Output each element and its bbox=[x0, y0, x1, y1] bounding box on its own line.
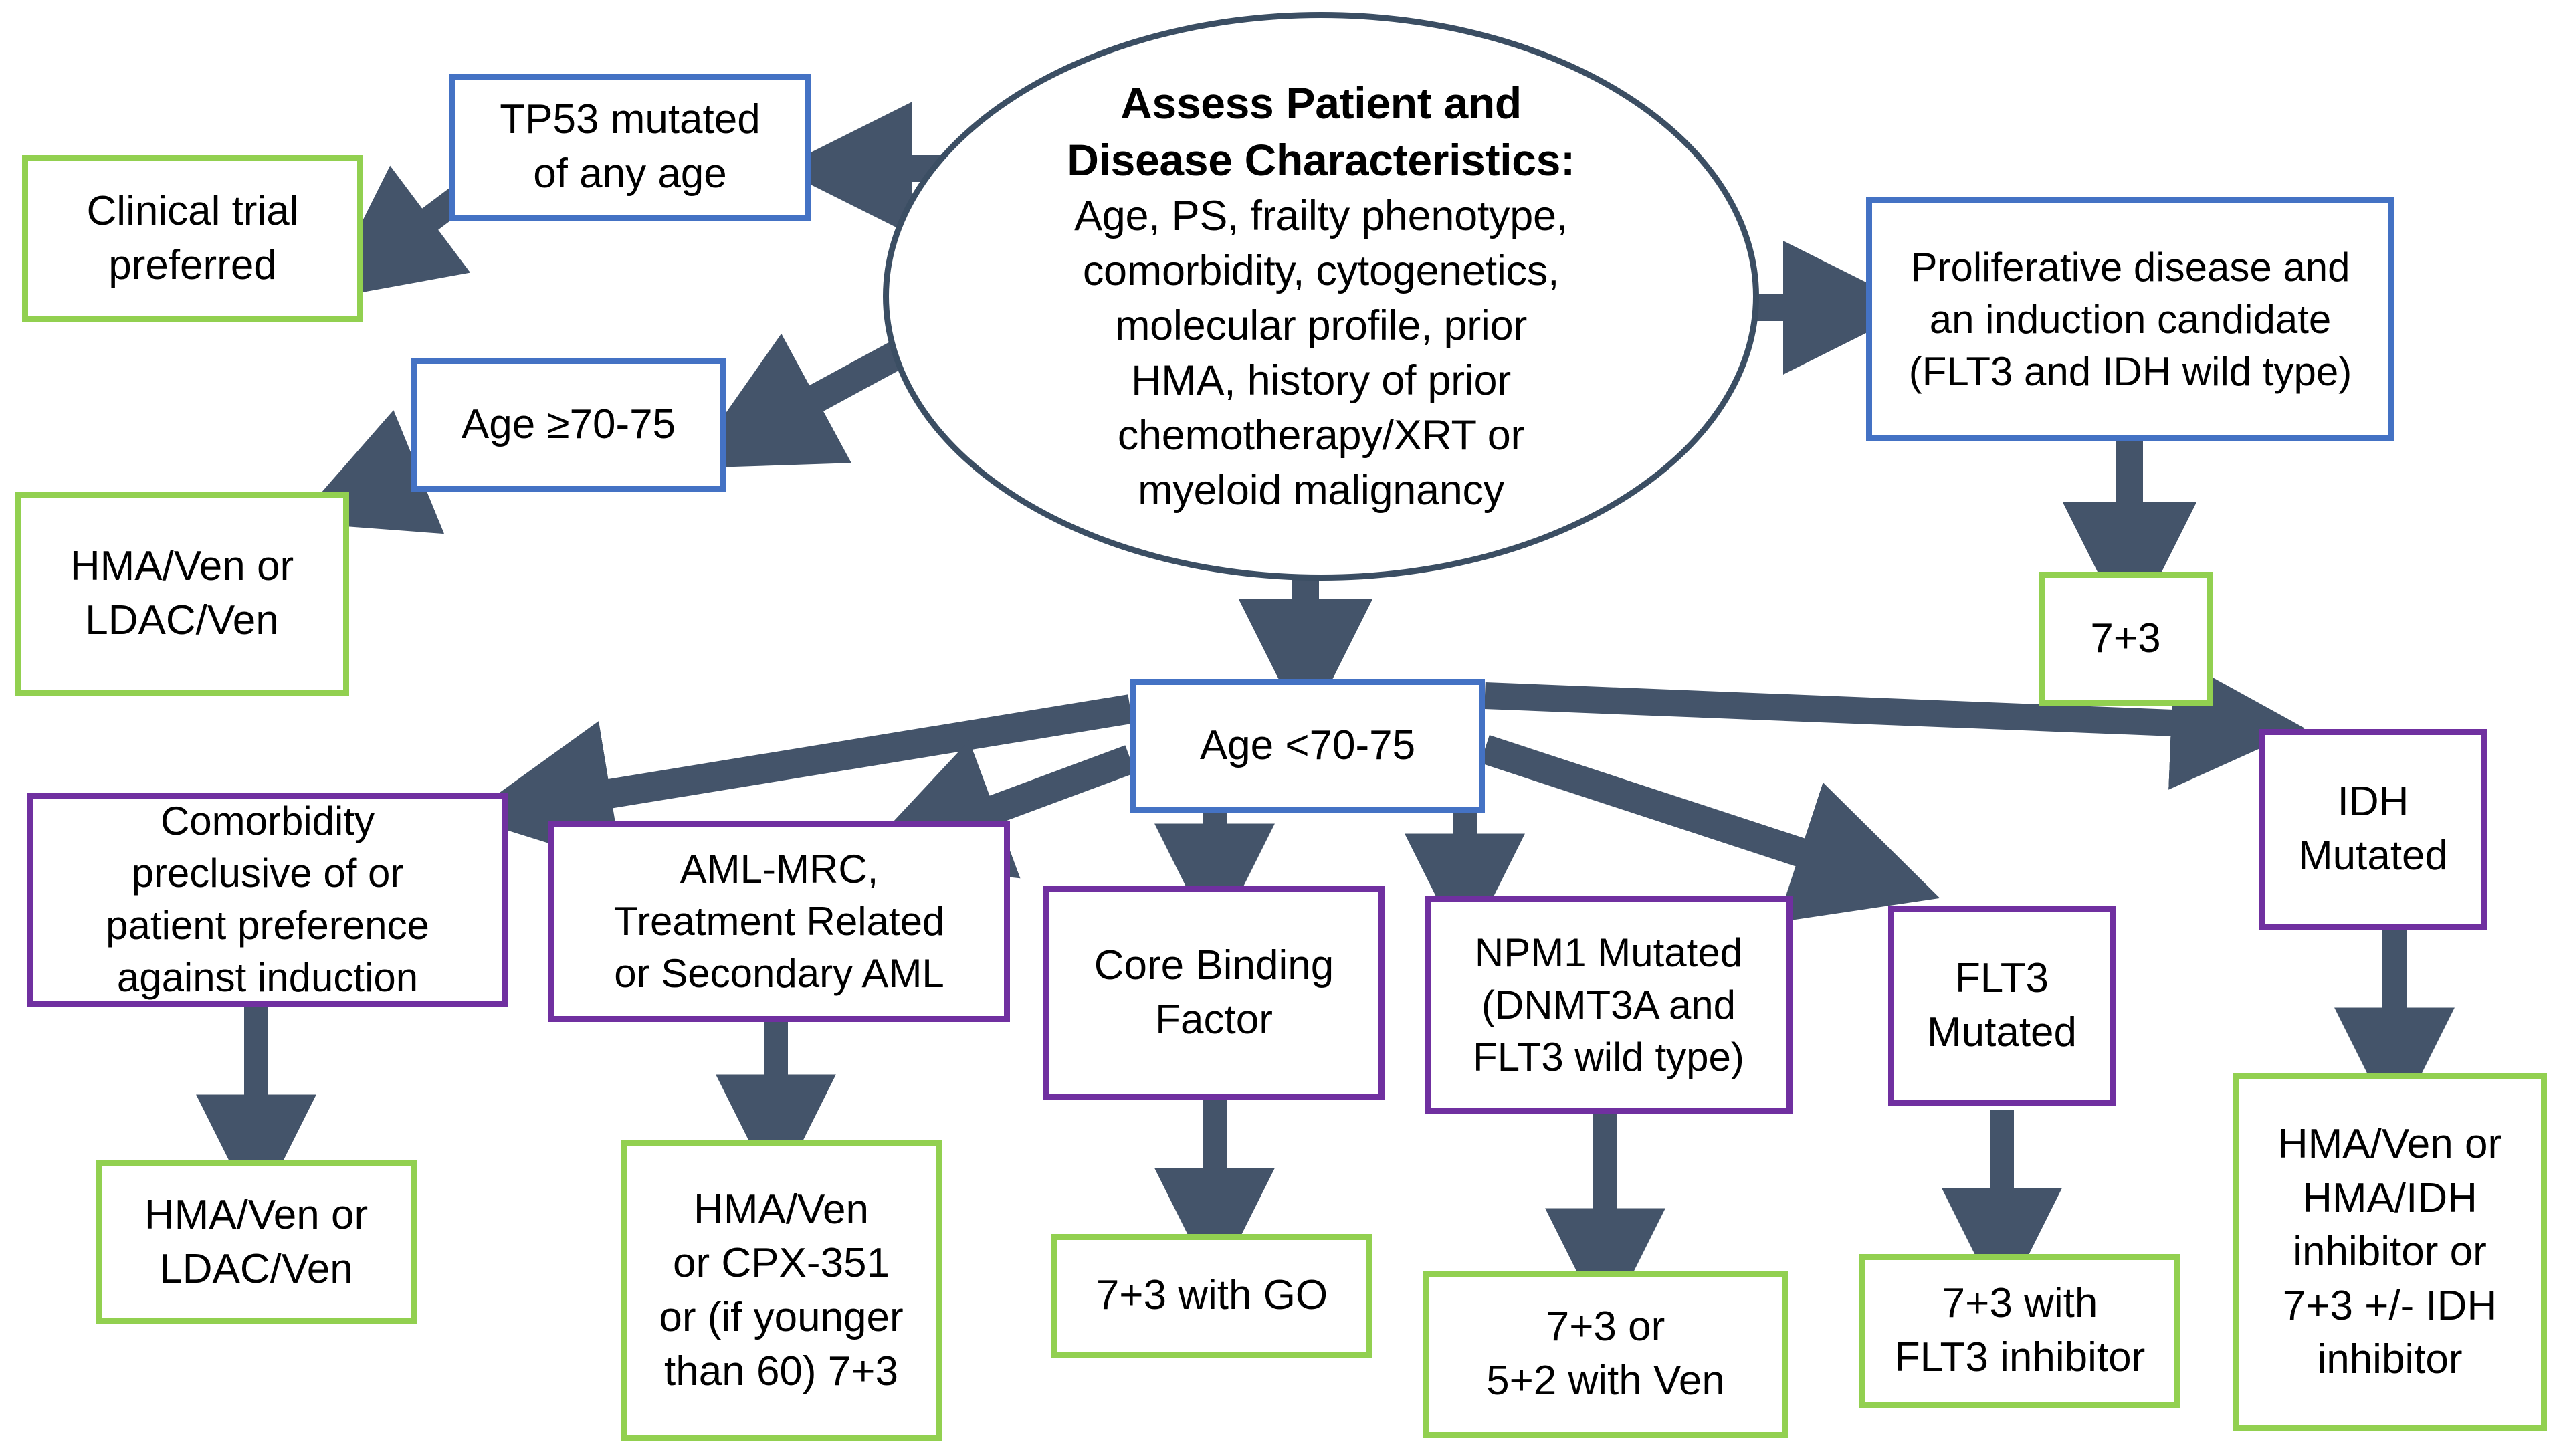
node-proliferative-disease[interactable]: Proliferative disease and an induction c… bbox=[1866, 197, 2394, 441]
node-idh-mutated[interactable]: IDH Mutated bbox=[2259, 729, 2487, 930]
node-7plus3-with-go[interactable]: 7+3 with GO bbox=[1051, 1234, 1372, 1358]
node-hma-ven-or-cpx-351[interactable]: HMA/Ven or CPX-351 or (if younger than 6… bbox=[621, 1140, 942, 1441]
node-comorbidity[interactable]: Comorbidity preclusive of or patient pre… bbox=[27, 793, 508, 1007]
root-assessment-ellipse[interactable]: Assess Patient and Disease Characteristi… bbox=[883, 12, 1759, 581]
node-age-ge-70-75[interactable]: Age ≥70-75 bbox=[411, 358, 726, 492]
connector-age-lt-to-flt3 bbox=[1480, 735, 1940, 922]
node-aml-mrc[interactable]: AML-MRC, Treatment Related or Secondary … bbox=[548, 821, 1010, 1022]
node-core-binding-factor[interactable]: Core Binding Factor bbox=[1043, 886, 1385, 1100]
node-hma-ven-or-ldac-ven-top[interactable]: HMA/Ven or LDAC/Ven bbox=[15, 492, 349, 696]
node-age-lt-70-75[interactable]: Age <70-75 bbox=[1130, 679, 1485, 813]
connector-age-lt-to-comorbidity bbox=[465, 694, 1133, 867]
root-title: Assess Patient and Disease Characteristi… bbox=[1067, 78, 1575, 185]
connector-root-to-age-ge bbox=[687, 333, 917, 469]
node-npm1-mutated[interactable]: NPM1 Mutated (DNMT3A and FLT3 wild type) bbox=[1425, 896, 1793, 1114]
node-tp53-mutated[interactable]: TP53 mutated of any age bbox=[449, 74, 811, 221]
node-hma-ven-or-ldac-ven-bottom[interactable]: HMA/Ven or LDAC/Ven bbox=[96, 1160, 417, 1324]
node-7plus3-with-flt3-inhibitor[interactable]: 7+3 with FLT3 inhibitor bbox=[1859, 1254, 2180, 1408]
root-body: Age, PS, frailty phenotype, comorbidity,… bbox=[1074, 193, 1568, 514]
node-7plus3[interactable]: 7+3 bbox=[2039, 572, 2213, 706]
node-clinical-trial-preferred[interactable]: Clinical trial preferred bbox=[22, 155, 363, 322]
node-hma-ven-or-hma-idh-inhibitor[interactable]: HMA/Ven or HMA/IDH inhibitor or 7+3 +/- … bbox=[2233, 1073, 2547, 1431]
node-7plus3-or-5plus2-with-ven[interactable]: 7+3 or 5+2 with Ven bbox=[1423, 1271, 1788, 1438]
node-flt3-mutated[interactable]: FLT3 Mutated bbox=[1888, 906, 2116, 1106]
